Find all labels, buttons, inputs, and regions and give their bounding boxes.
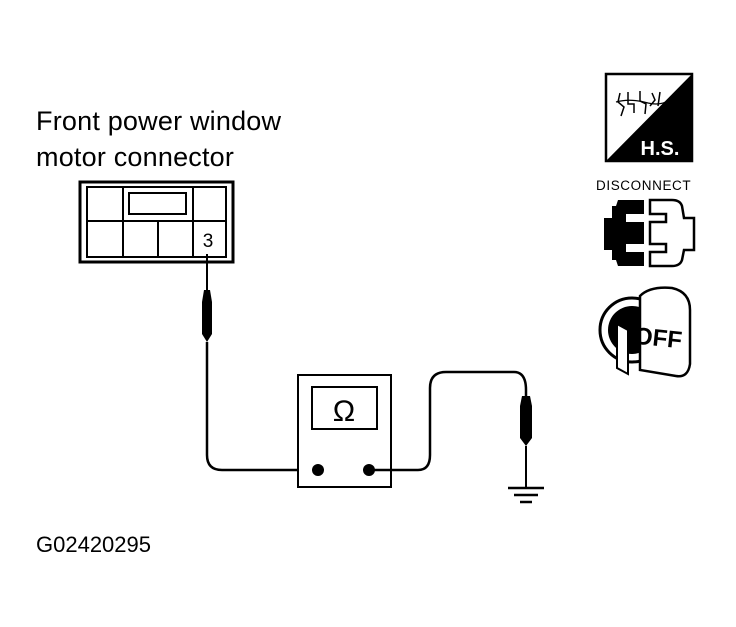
connector-title-line2: motor connector bbox=[36, 142, 235, 172]
right-probe bbox=[369, 370, 532, 488]
ohm-symbol: Ω bbox=[333, 395, 355, 428]
connector-title-line1: Front power window bbox=[36, 106, 282, 136]
meter-terminal-left bbox=[312, 464, 324, 476]
harness-side-icon: H.S. bbox=[604, 72, 694, 163]
ignition-off-icon: OFF bbox=[598, 286, 692, 378]
disconnect-icon bbox=[604, 198, 696, 268]
left-probe bbox=[202, 254, 318, 472]
figure-id: G02420295 bbox=[36, 532, 151, 557]
ohmmeter: Ω bbox=[297, 374, 392, 488]
disconnect-label: DISCONNECT bbox=[596, 178, 692, 193]
off-label: OFF bbox=[633, 323, 684, 355]
connector: 3 bbox=[78, 180, 235, 264]
pin-3-label: 3 bbox=[203, 231, 214, 252]
hs-label: H.S. bbox=[641, 138, 680, 160]
ground-icon bbox=[508, 486, 544, 504]
